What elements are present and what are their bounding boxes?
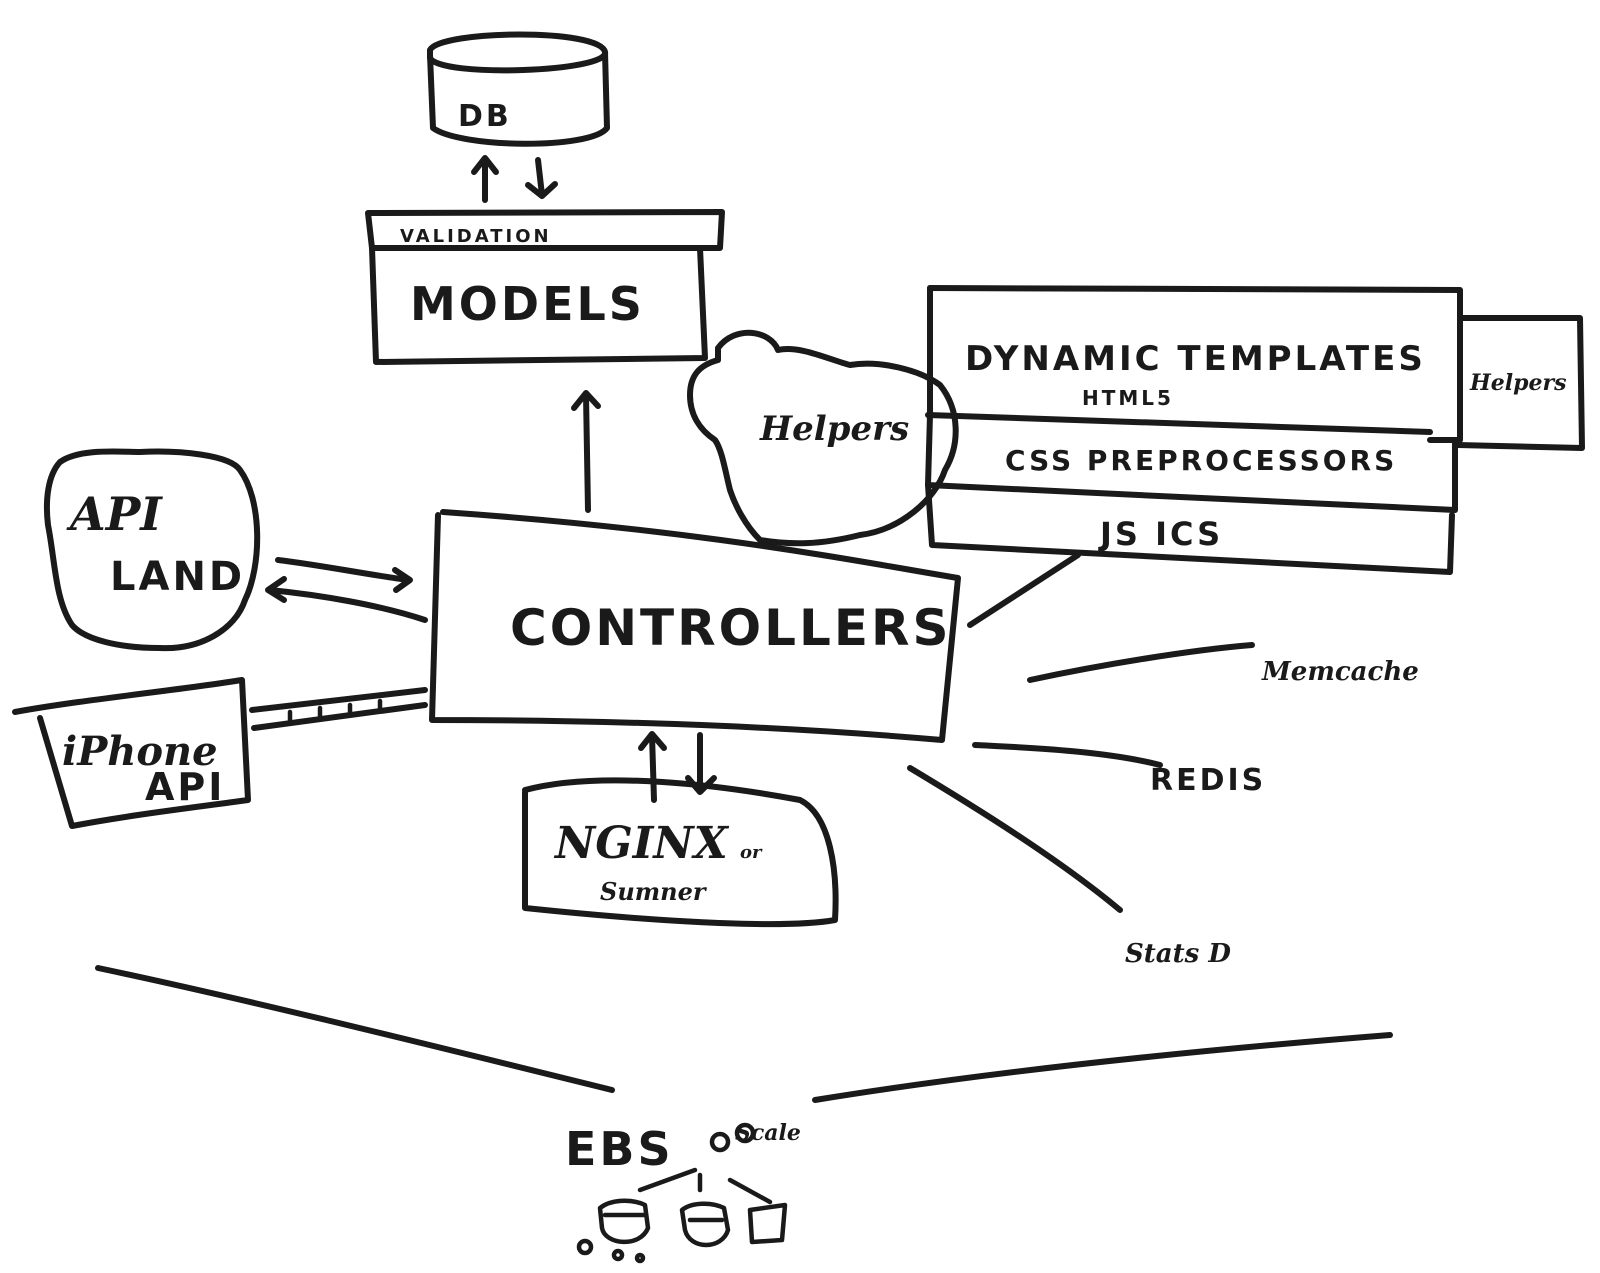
models-node: VALIDATION MODELS <box>365 209 725 365</box>
controllers-models-arrow <box>571 390 601 513</box>
helpers-box-label: Helpers <box>1469 370 1567 396</box>
ebs-circle-2 <box>734 1122 756 1144</box>
ebs-node: EBS Scale <box>565 1120 801 1264</box>
disk-icon-1 <box>597 1198 651 1245</box>
dot-1 <box>576 1238 594 1256</box>
db-label: DB <box>458 99 512 134</box>
memcache-label: Memcache <box>1261 657 1419 687</box>
stats-connector <box>907 765 1123 913</box>
controllers-api-arrows <box>265 557 428 623</box>
service-connectors <box>907 552 1255 913</box>
nginx-label: NGINX <box>553 818 730 869</box>
nginx-summer-label: Sumner <box>600 877 708 906</box>
js-label: JS ICS <box>1098 515 1223 553</box>
nginx-or-label: or <box>740 842 763 863</box>
stats-label: Stats D <box>1125 939 1231 969</box>
ebs-connectors <box>95 965 1393 1103</box>
db-models-arrows <box>471 155 558 203</box>
disk-icon-3 <box>747 1202 788 1245</box>
ebs-circle-1 <box>709 1131 731 1153</box>
helpers-cloud-label: Helpers <box>759 409 909 449</box>
memcache-connector <box>1027 642 1255 683</box>
html5-label: HTML5 <box>1082 386 1174 410</box>
dynamic-templates-label: DYNAMIC TEMPLATES <box>965 339 1426 379</box>
controllers-label: CONTROLLERS <box>510 599 952 657</box>
templates-connector <box>967 552 1081 628</box>
templates-stack: DYNAMIC TEMPLATES HTML5 Helpers CSS PREP… <box>925 285 1585 575</box>
iphone-api-node: iPhone API <box>12 677 251 829</box>
controllers-node: CONTROLLERS <box>429 509 961 743</box>
iphone-api-label: API <box>145 765 225 809</box>
iphone-label: iPhone <box>62 728 218 775</box>
dot-3 <box>634 1252 646 1264</box>
controllers-nginx-arrows <box>638 731 717 803</box>
models-label: MODELS <box>410 277 645 331</box>
redis-connector <box>972 742 1163 768</box>
validation-label: VALIDATION <box>400 226 552 247</box>
iphone-controllers-connector <box>249 687 428 731</box>
api-land-label-2: LAND <box>110 554 245 600</box>
dot-2 <box>611 1248 625 1262</box>
disk-icon-2 <box>679 1201 731 1248</box>
helpers-box <box>1455 315 1585 451</box>
nginx-node: NGINX or Sumner <box>522 777 839 928</box>
redis-label: REDIS <box>1150 763 1266 798</box>
api-land-label-1: API <box>66 487 163 541</box>
api-land-node: API LAND <box>43 448 261 652</box>
helpers-cloud-node: Helpers <box>687 329 959 547</box>
db-node: DB <box>427 31 610 147</box>
css-preprocessors-label: CSS PREPROCESSORS <box>1005 444 1397 477</box>
ebs-label: EBS <box>565 1122 674 1176</box>
